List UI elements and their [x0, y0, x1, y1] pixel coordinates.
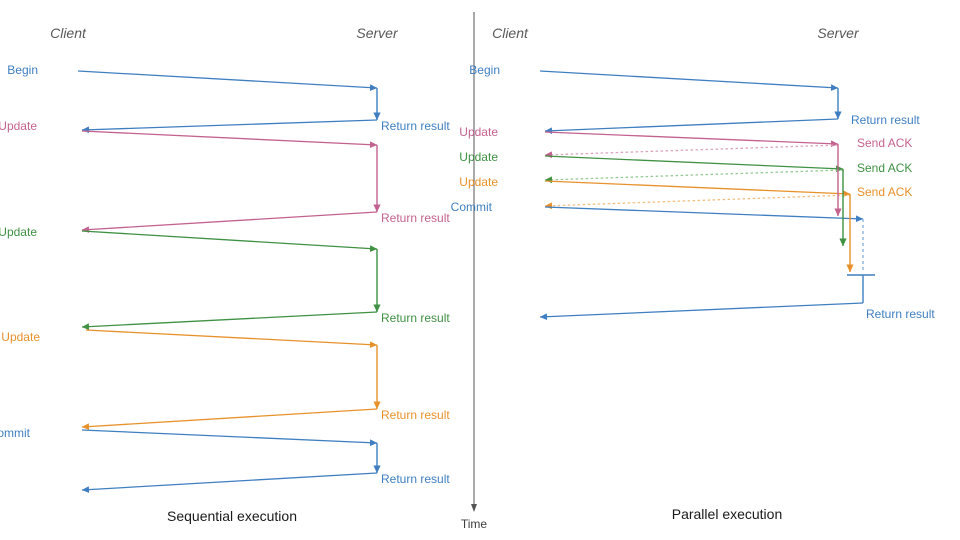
message-parallel-6: Send ACK — [544, 161, 912, 184]
time-axis-group: Time — [461, 12, 488, 531]
message-line — [544, 155, 844, 173]
message-parallel-7: Update — [459, 175, 851, 198]
message-parallel-3: Update — [459, 125, 839, 148]
message-line — [81, 429, 378, 447]
message-label: Return result — [381, 119, 450, 133]
message-line — [544, 169, 844, 184]
message-label: Begin — [7, 63, 38, 77]
message-parallel-2: Return result — [544, 113, 920, 135]
message-label: Send ACK — [857, 185, 912, 199]
message-label: Return result — [381, 408, 450, 422]
panel-caption-sequential: Sequential execution — [167, 508, 297, 524]
message-line — [539, 302, 864, 321]
message-line — [81, 311, 378, 331]
message-label: Begin — [469, 63, 500, 77]
message-line — [81, 119, 378, 134]
message-parallel-5: Update — [459, 150, 844, 173]
message-line — [539, 70, 839, 91]
panel-caption-parallel: Parallel execution — [672, 506, 783, 522]
message-label: Send ACK — [857, 161, 912, 175]
message-sequential-8: Return result — [81, 311, 450, 331]
message-parallel-4: Send ACK — [544, 136, 912, 159]
message-sequential-9: Update — [1, 329, 378, 349]
message-line — [81, 472, 378, 493]
message-label: Update — [459, 175, 498, 189]
lane-header-server-parallel: Server — [817, 25, 860, 41]
message-sequential-2: Return result — [81, 119, 450, 134]
message-label: Send ACK — [857, 136, 912, 150]
lane-header-client-sequential: Client — [50, 25, 87, 41]
message-label: Update — [0, 119, 37, 133]
lane-header-server-sequential: Server — [356, 25, 399, 41]
message-label: Update — [459, 150, 498, 164]
message-line — [544, 144, 839, 159]
message-sequential-14: Return result — [81, 472, 450, 493]
message-sequential-5: Return result — [81, 211, 450, 233]
message-label: Return result — [866, 307, 935, 321]
message-parallel-14: Return result — [539, 302, 935, 321]
message-line — [81, 408, 378, 430]
message-label: Return result — [381, 472, 450, 486]
time-axis-arrowhead — [471, 504, 477, 512]
message-label: Return result — [851, 113, 920, 127]
message-line — [544, 194, 851, 210]
message-line — [544, 180, 851, 198]
message-parallel-8: Send ACK — [544, 185, 912, 210]
message-sequential-11: Return result — [81, 408, 450, 430]
message-sequential-0: Begin — [7, 63, 378, 91]
message-line — [81, 230, 378, 252]
message-label: Return result — [381, 211, 450, 225]
message-line — [81, 211, 378, 233]
message-parallel-9: Commit — [451, 200, 864, 223]
message-line — [544, 206, 864, 223]
message-label: Commit — [451, 200, 493, 214]
message-line — [77, 70, 378, 91]
message-line — [544, 131, 839, 148]
message-label: Update — [1, 330, 40, 344]
message-label: Update — [0, 225, 37, 239]
join-bar-parallel — [847, 274, 875, 303]
message-label: Commit — [0, 426, 31, 440]
message-sequential-12: Commit — [0, 426, 378, 447]
message-sequential-3: Update — [0, 119, 378, 149]
message-sequential-6: Update — [0, 225, 378, 252]
message-line — [544, 118, 839, 135]
message-line — [81, 130, 378, 149]
message-parallel-0: Begin — [469, 63, 839, 91]
time-axis-label: Time — [461, 517, 488, 531]
message-label: Return result — [381, 311, 450, 325]
message-line — [85, 329, 378, 349]
message-label: Update — [459, 125, 498, 139]
lane-header-client-parallel: Client — [492, 25, 529, 41]
